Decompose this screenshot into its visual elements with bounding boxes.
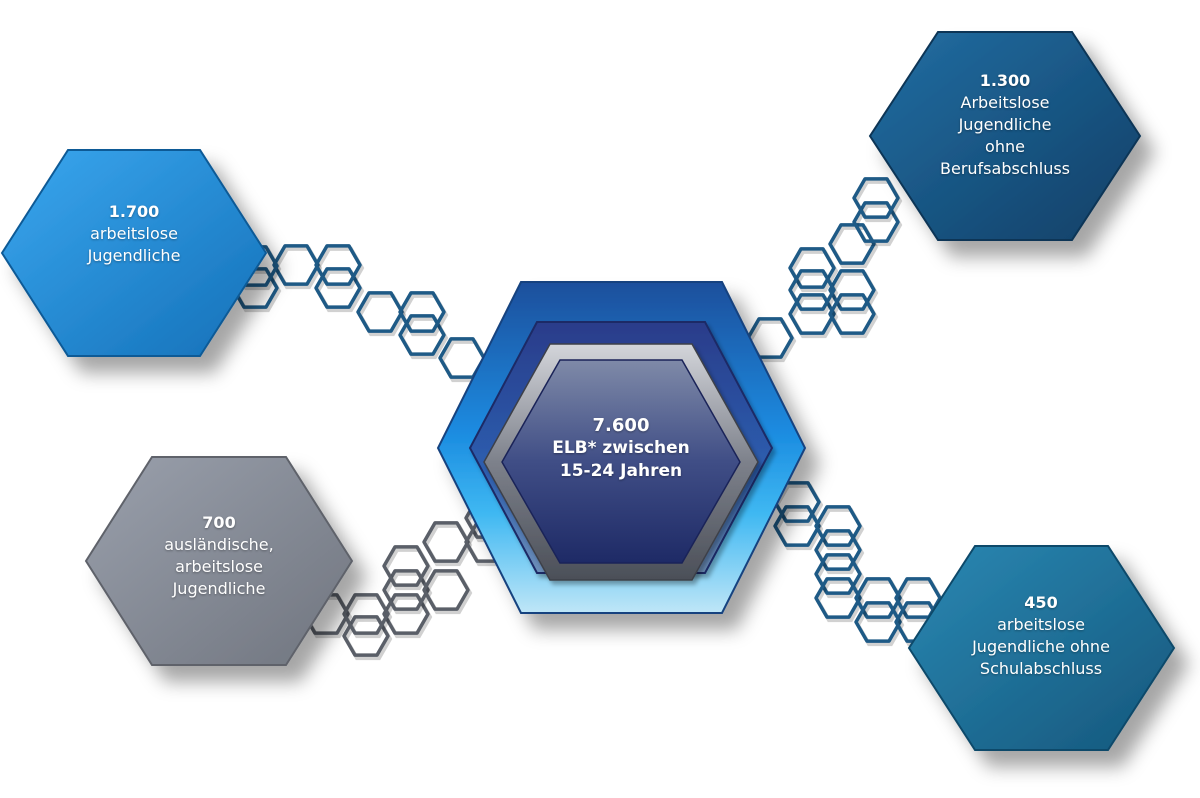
chain-hex	[314, 267, 362, 309]
chain-bottom-left	[302, 497, 515, 661]
chain-hex	[422, 521, 470, 563]
node-bottom-left-line: arbeitslose	[175, 557, 263, 576]
chain-top-right	[746, 177, 903, 363]
chain-hex	[788, 247, 836, 289]
hex-bottom-right	[907, 545, 1176, 751]
node-top-left-value: 1.700	[108, 202, 160, 221]
hex-bottom-left	[84, 456, 354, 666]
chain-hex	[852, 177, 900, 219]
chain-hex	[382, 569, 430, 611]
node-bottom-right-text: 450 arbeitslose Jugendliche ohne Schulab…	[941, 592, 1141, 680]
node-top-right-text: 1.300 Arbeitslose Jugendliche ohne Beruf…	[905, 70, 1105, 180]
node-bottom-right-line: Schulabschluss	[979, 659, 1103, 678]
node-bottom-left-value: 700	[202, 513, 236, 532]
chain-hex	[814, 505, 862, 547]
chain-bottom-right	[773, 481, 945, 647]
chain-hex	[382, 545, 430, 587]
chain-hex	[854, 577, 902, 619]
chain-hex	[773, 505, 821, 547]
chain-hex	[828, 293, 876, 335]
chain-hex	[382, 593, 430, 635]
chain-hex	[342, 593, 390, 635]
node-top-right-line: ohne	[985, 137, 1025, 156]
hex-top-right	[868, 31, 1142, 241]
chain-hex	[422, 569, 470, 611]
chain-hex	[398, 291, 446, 333]
chain-hex	[788, 269, 836, 311]
node-bottom-left-text: 700 ausländische, arbeitslose Jugendlich…	[119, 512, 319, 600]
chain-hex	[272, 244, 320, 286]
node-top-right-line: Berufsabschluss	[940, 159, 1070, 178]
node-top-right-value: 1.300	[979, 71, 1031, 90]
chain-top-left	[231, 244, 489, 383]
chain-hex	[788, 293, 836, 335]
chain-hex	[854, 601, 902, 643]
chain-hex	[314, 244, 362, 286]
center-text: 7.600 ELB* zwischen 15-24 Jahren	[521, 414, 721, 483]
chain-hex	[852, 201, 900, 243]
chain-hex	[342, 615, 390, 657]
node-top-left-line: Jugendliche	[87, 246, 181, 265]
chain-hex	[814, 553, 862, 595]
chain-hex	[356, 291, 404, 333]
center-line-2: 15-24 Jahren	[559, 461, 683, 481]
chain-hex	[398, 314, 446, 356]
center-line-1: ELB* zwischen	[552, 438, 690, 458]
node-bottom-right-value: 450	[1024, 593, 1058, 612]
node-bottom-left-line: ausländische,	[164, 535, 274, 554]
center-value: 7.600	[592, 415, 650, 436]
node-top-right-line: Arbeitslose	[960, 93, 1050, 112]
chain-hex	[814, 577, 862, 619]
chain-hex	[828, 269, 876, 311]
node-bottom-right-line: Jugendliche ohne	[972, 637, 1110, 656]
node-bottom-right-line: arbeitslose	[997, 615, 1085, 634]
chain-hex	[828, 223, 876, 265]
hex-top-left	[0, 149, 268, 357]
node-top-left-line: arbeitslose	[90, 224, 178, 243]
center-hex-inner	[501, 359, 741, 564]
chain-hex	[814, 529, 862, 571]
node-top-right-line: Jugendliche	[958, 115, 1052, 134]
node-top-left-text: 1.700 arbeitslose Jugendliche	[34, 201, 234, 267]
node-bottom-left-line: Jugendliche	[172, 579, 266, 598]
